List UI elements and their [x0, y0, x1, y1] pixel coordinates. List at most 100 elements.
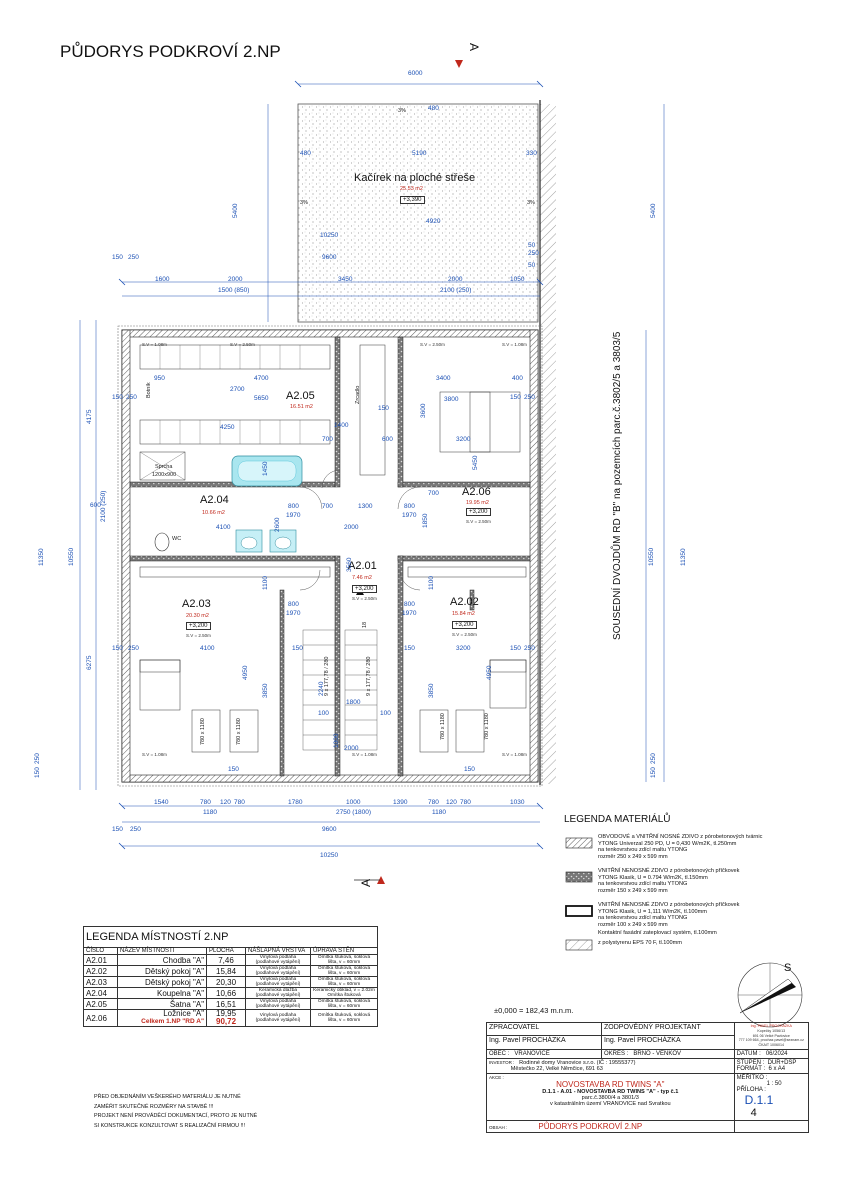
dimension: 10550 [68, 547, 75, 566]
dimension: 4175 [86, 409, 93, 424]
room-sv: S.V = 2.50m [186, 633, 211, 638]
dimension: 780 [234, 799, 245, 806]
dimension: 10250 [320, 232, 339, 239]
room-area: 7.46 m2 [352, 575, 372, 581]
dimension: 3850 [428, 683, 435, 698]
roof-slope-3: 3% [527, 200, 535, 206]
north-label: S [784, 962, 792, 974]
page-title: PŮDORYS PODKROVÍ 2.NP [60, 42, 281, 61]
dimension: 780 [428, 799, 439, 806]
dimension: 50 [528, 242, 536, 249]
dimension: 11350 [38, 548, 45, 566]
dimension: 5400 [650, 203, 657, 218]
dimension: 1030 [510, 799, 525, 806]
dimension: 150 [112, 254, 123, 261]
dimension: 5650 [254, 395, 269, 402]
dimension: 1390 [393, 799, 408, 806]
dimension: 480 [300, 150, 311, 157]
obec: OBEC : VRANOVICE [486, 1048, 602, 1059]
dimension: 400 [512, 375, 523, 382]
room-sv: S.V = 2.50m [466, 519, 491, 524]
dimension: 5400 [232, 203, 239, 218]
dimension: 2700 [230, 386, 245, 393]
room-label: A2.03 [182, 598, 211, 610]
dimension: 2750 (1800) [336, 809, 372, 816]
dimension: 250 [528, 250, 539, 257]
dimension: 150 [378, 405, 389, 412]
akce: AKCE : NOVOSTAVBA RD TWINS "A" D.1.1 - A… [486, 1072, 735, 1121]
dimension: 2000 [344, 745, 359, 752]
material-item: Kontaktní fasádní zateplovací systém, tl… [598, 930, 717, 946]
dimension: 2000 [228, 276, 243, 283]
dimension: 250 [128, 254, 139, 261]
dimension: 4250 [220, 424, 235, 431]
dimension: 1100 [428, 576, 435, 590]
dimension: 10550 [648, 547, 655, 566]
dimension: 150 [510, 645, 521, 652]
zpracovatel: Ing. Pavel PROCHÁZKA [486, 1035, 602, 1050]
materials-list: OBVODOVÉ a VNITŘNÍ NOSNÉ ZDIVO z pórobet… [598, 834, 818, 946]
dimension: 250 [524, 645, 535, 652]
dimension: 10250 [320, 852, 339, 859]
dimension: 2000 [448, 276, 463, 283]
dimension: 1540 [154, 799, 169, 806]
dimension: 1800 [346, 699, 361, 706]
dimension: 1450 [262, 461, 269, 476]
title-block: ZPRACOVATEL ZODPOVĚDNÝ PROJEKTANT Ing. P… [486, 1021, 810, 1133]
sv-mark: S.V = 1.08m [502, 752, 527, 757]
wc-label: WC [172, 536, 182, 542]
dimension: 6275 [86, 655, 93, 670]
elevation-note: ±0,000 = 182,43 m.n.m. [494, 1006, 574, 1015]
material-item: VNITŘNÍ NENOSNÉ ZDIVO z pórobetonových p… [598, 902, 740, 928]
dimension: 4950 [242, 665, 249, 680]
okres: OKRES : BRNO - VENKOV [601, 1048, 735, 1059]
material-item: VNITŘNÍ NENOSNÉ ZDIVO z pórobetonových p… [598, 868, 740, 894]
meritko-priloha: MĚŘÍTKO : 1 : 50 PŘÍLOHA : D.1.1 4 [733, 1072, 810, 1121]
stair-count: 18 [362, 621, 368, 628]
room-level: +3,200 [186, 622, 211, 630]
room-sv: S.V = 2.50m [352, 596, 377, 601]
room-legend-table: LEGENDA MÍSTNOSTÍ 2.NP ČÍSLO NÁZEV MÍSTN… [83, 926, 378, 1027]
dimension: 100 [380, 710, 391, 717]
dimension: 1970 [402, 512, 417, 519]
dimension: 250 [524, 394, 535, 401]
dimension: 1180 [203, 809, 217, 816]
dimension: 1850 [422, 513, 429, 528]
dimension: 5450 [472, 455, 479, 470]
dimension: 1300 [358, 503, 373, 510]
room-label: A2.05 [286, 390, 315, 402]
dimension: 250 [34, 753, 41, 764]
dimension: 700 [322, 436, 333, 443]
sv-mark: S.V = 1.08m [142, 342, 167, 347]
neighbour-note: SOUSEDNÍ DVOJDŮM RD "B" na pozemcích par… [612, 331, 623, 640]
dimension: 3200 [456, 645, 471, 652]
bench-label: Botník [146, 382, 152, 398]
window-size: 780 x 1180 [236, 718, 242, 745]
roof-label: Kačírek na ploché střeše [354, 172, 476, 184]
dimension: 1780 [288, 799, 303, 806]
dimension: 4920 [426, 218, 441, 225]
dimension: 4700 [254, 375, 269, 382]
notes: PŘED OBJEDNÁNÍM VEŠKERÉHO MATERIÁLU JE N… [94, 1094, 258, 1129]
dimension: 250 [126, 394, 137, 401]
room-area: 19.95 m2 [466, 500, 489, 506]
dimension: 1180 [432, 809, 446, 816]
dimension: 120 [220, 799, 231, 806]
zpracovatel-label: ZPRACOVATEL [486, 1021, 602, 1037]
room-label: A2.02 [450, 596, 479, 608]
window-size: 780 x 1180 [440, 713, 446, 740]
dimension: 800 [288, 601, 299, 608]
room-label: A2.01 [348, 560, 377, 572]
room-area: 15.84 m2 [452, 611, 475, 617]
dimension: 120 [446, 799, 457, 806]
dimension: 250 [130, 826, 141, 833]
sv-mark: S.V = 2.50m [230, 342, 255, 347]
room-label: A2.04 [200, 494, 229, 506]
investor: INVESTOR : Rodinné domy Vranovice s.r.o.… [486, 1057, 735, 1074]
dimension: 700 [322, 503, 333, 510]
dimension: 1050 [510, 276, 525, 283]
datum: DATUM : 06/2024 [733, 1048, 810, 1059]
